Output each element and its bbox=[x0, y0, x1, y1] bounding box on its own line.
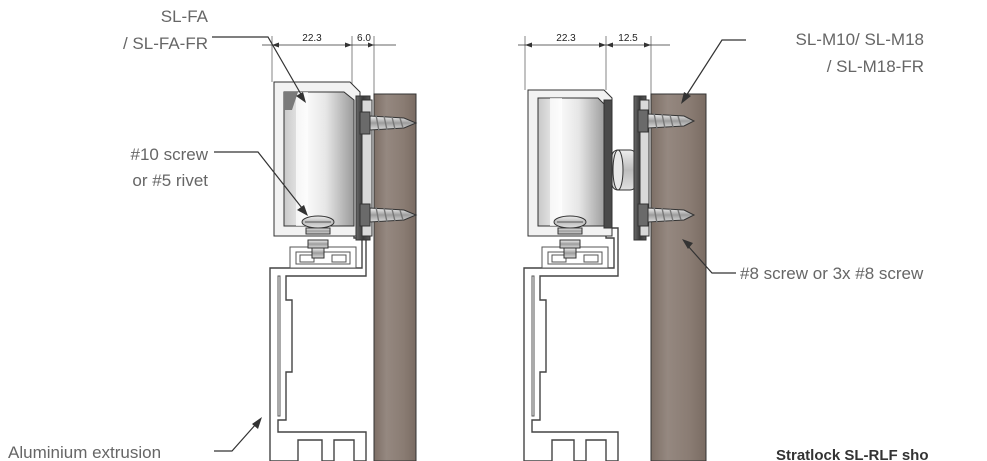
left-wood-panel bbox=[373, 93, 417, 461]
caption-text: Stratlock SL-RLF sho bbox=[776, 447, 929, 461]
right-model-line-2: / SL-M18-FR bbox=[827, 57, 924, 76]
left-fastener-line-2: or #5 rivet bbox=[132, 171, 208, 190]
right-wood-screw-bottom bbox=[637, 203, 696, 227]
left-assembly: 22.3 6.0 bbox=[262, 33, 418, 461]
right-assembly: 22.3 12.5 bbox=[518, 33, 707, 461]
left-model-line-2: / SL-FA-FR bbox=[123, 34, 208, 53]
right-gap-dimension: 12.5 bbox=[618, 33, 638, 44]
left-width-dimension: 22.3 bbox=[302, 33, 322, 44]
right-dimension-lines bbox=[518, 36, 670, 94]
left-wood-screw-top bbox=[359, 111, 418, 135]
extrusion-label: Aluminium extrusion bbox=[8, 443, 161, 461]
callout-extrusion: Aluminium extrusion bbox=[8, 417, 262, 461]
right-width-dimension: 22.3 bbox=[556, 33, 576, 44]
right-fastener-label: #8 screw or 3x #8 screw bbox=[740, 264, 924, 283]
right-bracket-screw bbox=[553, 215, 587, 259]
callout-left-model: SL-FA / SL-FA-FR bbox=[123, 7, 306, 103]
left-fastener-line-1: #10 screw bbox=[131, 145, 209, 164]
left-bracket-screw bbox=[301, 215, 335, 259]
callout-right-fastener: #8 screw or 3x #8 screw bbox=[682, 239, 924, 283]
right-wood-screw-top bbox=[637, 109, 696, 133]
left-gap-dimension: 6.0 bbox=[357, 33, 371, 44]
right-bracket bbox=[527, 89, 613, 237]
right-standoff-connector bbox=[611, 149, 637, 191]
left-bracket bbox=[273, 81, 361, 237]
right-wood-panel bbox=[650, 93, 707, 461]
callout-left-fastener: #10 screw or #5 rivet bbox=[131, 145, 308, 216]
left-aluminium-extrusion bbox=[269, 227, 367, 461]
left-model-line-1: SL-FA bbox=[161, 7, 209, 26]
right-aluminium-extrusion bbox=[523, 227, 619, 461]
callout-right-model: SL-M10/ SL-M18 / SL-M18-FR bbox=[681, 30, 924, 104]
left-wood-screw-bottom bbox=[359, 203, 418, 227]
right-model-line-1: SL-M10/ SL-M18 bbox=[796, 30, 925, 49]
